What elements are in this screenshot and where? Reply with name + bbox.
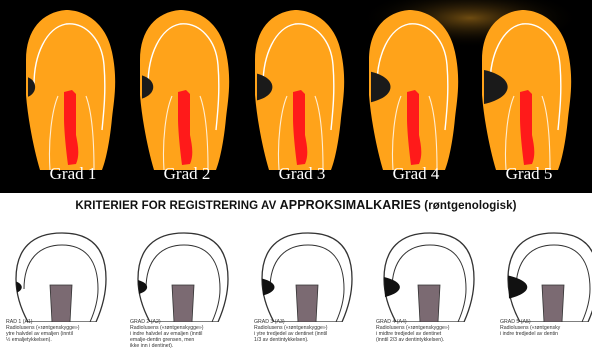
criteria-tooth-drawing-5 [498,227,592,322]
criteria-title-suffix: (røntgenologisk) [421,200,517,212]
sketch-pulp [296,285,318,322]
grad-label-4: Grad 4 [357,164,475,184]
tooth-grad-4 [369,10,458,170]
criteria-title: KRITERIER FOR REGISTRERING AV APPROKSIMA… [0,198,592,212]
criteria-panel-1: RAD 1 (A1) Radiolusens («røntgenskygge»)… [6,227,124,364]
criteria-caption-1: RAD 1 (A1) Radiolusens («røntgenskygge»)… [6,319,80,343]
criteria-panel-3: GRAD 3 (A3) Radiolusens («røntgenskygge»… [252,227,370,364]
tooth-grad-3 [255,10,344,170]
criteria-panel-2: GRAD 2 (A2) Radiolusens («røntgenskygge»… [128,227,246,364]
criteria-caption-2: GRAD 2 (A2) Radiolusens («røntgenskygge»… [130,319,204,349]
criteria-tooth-drawing-4 [374,227,492,322]
criteria-title-emphasis: APPROKSIMALKARIES [280,198,421,212]
sketch-pulp [418,285,440,322]
criteria-caption-4: GRAD 4 (A4) Radiolusens («røntgenskygge»… [376,319,450,343]
sketch-pulp [172,285,194,322]
criteria-caption-5: GRAD 5 (A5) Radiolusens («røntgensky i i… [500,319,560,337]
tooth-grad-1 [26,10,115,170]
grad-label-1: Grad 1 [14,164,132,184]
criteria-tooth-drawing-2 [128,227,246,322]
colored-tooth-diagram: Grad 1 Grad 2 Grad 3 Grad 4 Grad 5 [0,0,592,193]
grad-label-5: Grad 5 [470,164,588,184]
grad-label-2: Grad 2 [128,164,246,184]
criteria-panel-5: GRAD 5 (A5) Radiolusens («røntgensky i i… [498,227,592,364]
criteria-caption-3: GRAD 3 (A3) Radiolusens («røntgenskygge»… [254,319,328,343]
tooth-grad-2 [140,10,229,170]
tooth-grad-5 [482,10,571,170]
teeth-group [26,10,571,170]
criteria-tooth-drawing-3 [252,227,370,322]
criteria-panel-4: GRAD 4 (A4) Radiolusens («røntgenskygge»… [374,227,492,364]
scanned-criteria-panel: KRITERIER FOR REGISTRERING AV APPROKSIMA… [0,193,592,364]
grad-label-3: Grad 3 [243,164,361,184]
criteria-title-prefix: KRITERIER FOR REGISTRERING AV [75,200,279,212]
criteria-tooth-drawing-1 [6,227,124,322]
sketch-pulp [542,285,564,322]
sketch-pulp [50,285,72,322]
